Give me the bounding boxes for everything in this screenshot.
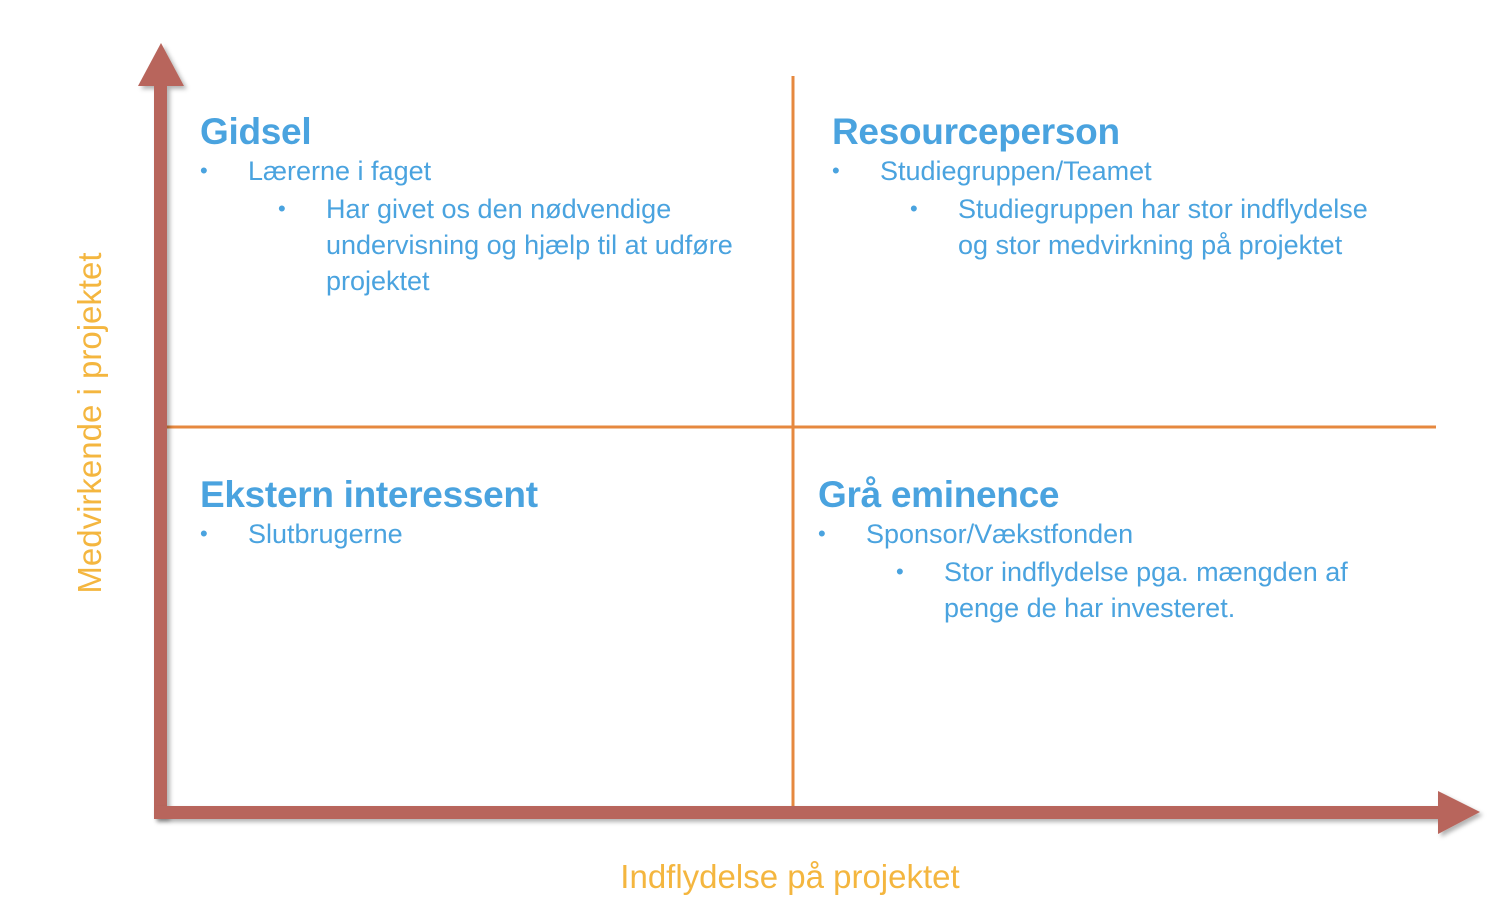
quadrant-top-right: Resourceperson • Studiegruppen/Teamet • …: [832, 111, 1402, 263]
sub-bullet-item: • Studiegruppen har stor indflydelse og …: [832, 191, 1402, 263]
quadrant-title: Gidsel: [200, 111, 312, 152]
sub-bullet-item: • Stor indflydelse pga. mængden af penge…: [818, 554, 1398, 626]
quadrant-bottom-right: Grå eminence • Sponsor/Vækstfonden • Sto…: [818, 474, 1398, 626]
quadrant-top-left: Gidsel • Lærerne i faget • Har givet os …: [200, 111, 760, 299]
bullet-item: • Lærerne i faget: [200, 153, 760, 189]
x-axis-label: Indflydelse på projektet: [620, 858, 960, 895]
x-axis-arrow: [154, 791, 1480, 834]
bullet-icon: •: [896, 559, 904, 584]
bullet-text: Sponsor/Vækstfonden: [866, 519, 1134, 549]
quadrant-title: Resourceperson: [832, 111, 1120, 152]
bullet-icon: •: [818, 521, 826, 546]
quadrant-title: Ekstern interessent: [200, 474, 538, 515]
bullet-icon: •: [200, 521, 208, 546]
bullet-text: Slutbrugerne: [248, 519, 403, 549]
y-axis-label: Medvirkende i projektet: [71, 252, 108, 594]
bullet-text: Lærerne i faget: [248, 156, 432, 186]
sub-bullet-text: Stor indflydelse pga. mængden af penge d…: [944, 557, 1348, 623]
sub-bullet-item: • Har givet os den nødvendige undervisni…: [200, 191, 760, 299]
bullet-icon: •: [200, 158, 208, 183]
y-axis-arrow: [138, 43, 184, 818]
quadrant-bottom-left: Ekstern interessent • Slutbrugerne: [200, 474, 760, 552]
bullet-icon: •: [278, 196, 286, 221]
sub-bullet-text: Studiegruppen har stor indflydelse og st…: [958, 194, 1368, 260]
bullet-item: • Sponsor/Vækstfonden: [818, 516, 1398, 552]
bullet-item: • Studiegruppen/Teamet: [832, 153, 1402, 189]
bullet-item: • Slutbrugerne: [200, 516, 760, 552]
bullet-icon: •: [910, 196, 918, 221]
bullet-text: Studiegruppen/Teamet: [880, 156, 1152, 186]
sub-bullet-text: Har givet os den nødvendige undervisning…: [326, 194, 733, 296]
bullet-icon: •: [832, 158, 840, 183]
quadrant-title: Grå eminence: [818, 474, 1060, 515]
